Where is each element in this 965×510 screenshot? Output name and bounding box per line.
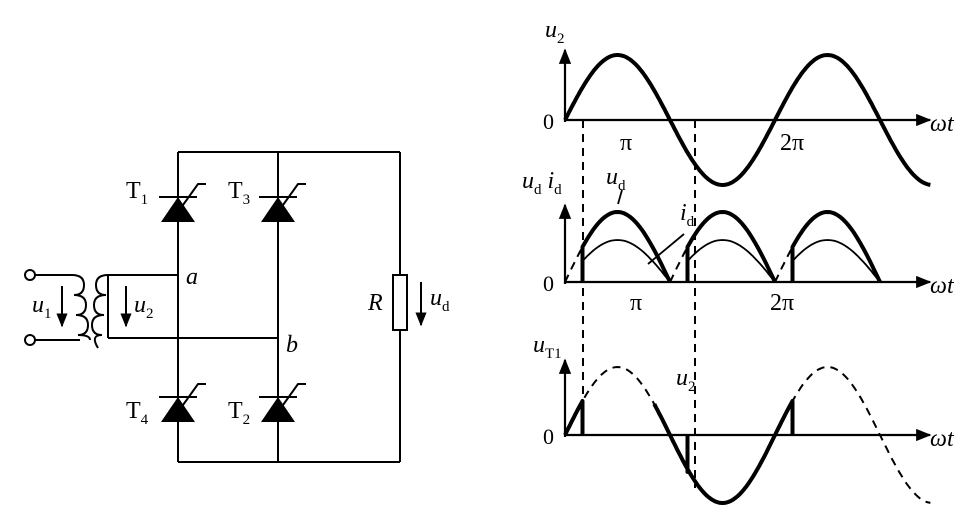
middle-ylabel: ud id	[522, 168, 562, 198]
middle-tick-pi: π	[630, 290, 642, 316]
top-xlabel: ωt	[930, 111, 955, 137]
ud-leader	[617, 189, 623, 205]
circuit-diagram: T1 T3 T4 T2 a b R ud u1 u2	[24, 151, 450, 463]
u1-label: u1	[32, 292, 52, 322]
ud-curve-label: ud	[606, 164, 626, 194]
bottom-origin: 0	[543, 424, 554, 449]
resistor-label: R	[367, 290, 383, 316]
top-origin: 0	[543, 109, 554, 134]
u2-label: u2	[134, 292, 154, 322]
transformer	[24, 269, 109, 349]
middle-id-curve	[581, 239, 881, 283]
bottom-ut1-curve	[563, 399, 795, 505]
waveform-plots: u2 0 π 2π ωt ud id ud id 0 π 2π ωt	[522, 17, 955, 505]
load-resistor	[392, 274, 408, 331]
plot-top: u2 0 π 2π ωt	[543, 17, 955, 187]
top-ylabel: u2	[545, 17, 565, 47]
t1-label: T1	[126, 178, 148, 208]
thyristor-t4	[159, 383, 206, 422]
node-b-label: b	[286, 332, 298, 358]
thyristor-t2	[259, 383, 306, 422]
middle-ud-curve	[580, 210, 882, 283]
bottom-ylabel: uT1	[533, 332, 562, 362]
middle-tick-2pi: 2π	[770, 290, 794, 316]
thyristor-t1	[159, 183, 206, 222]
middle-u2-dashed	[564, 246, 794, 283]
t3-label: T3	[228, 178, 250, 208]
bottom-u2-label: u2	[676, 365, 696, 395]
id-curve-label: id	[680, 200, 695, 230]
plot-bottom: uT1 u2 0 ωt	[533, 332, 955, 505]
middle-origin: 0	[543, 271, 554, 296]
node-a-label: a	[186, 264, 198, 290]
bottom-xlabel: ωt	[930, 426, 955, 452]
top-tick-2pi: 2π	[780, 130, 804, 156]
middle-xlabel: ωt	[930, 273, 955, 299]
id-leader	[647, 233, 685, 265]
thyristor-t3	[259, 183, 306, 222]
plot-middle: ud id ud id 0 π 2π ωt	[522, 164, 955, 316]
t4-label: T4	[126, 398, 149, 428]
top-u2-curve	[563, 53, 931, 187]
ud-label: ud	[430, 285, 450, 315]
top-tick-pi: π	[620, 130, 632, 156]
t2-label: T2	[228, 398, 250, 428]
